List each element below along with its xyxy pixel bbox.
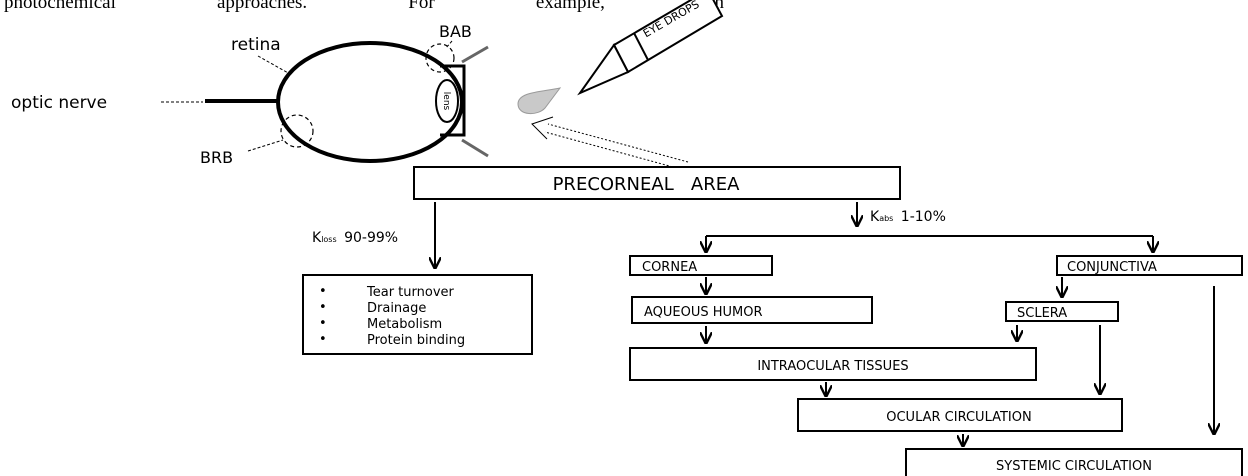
list-bullet: • xyxy=(319,284,327,299)
conjunctiva-label: CONJUNCTIVA xyxy=(1067,260,1157,275)
sclera-box xyxy=(1005,301,1119,322)
brb-circle xyxy=(280,114,314,148)
aqueous-humor-label: AQUEOUS HUMOR xyxy=(644,305,763,320)
precorneal-area-label: PRECORNEAL AREA xyxy=(553,174,741,195)
header-word: example, xyxy=(535,0,605,13)
ciliary-line-bottom xyxy=(461,138,489,158)
kloss-value: 90-99% xyxy=(344,230,398,246)
bab-circle xyxy=(425,43,455,73)
drop xyxy=(517,87,562,114)
list-item: Protein binding xyxy=(367,333,465,348)
loss-list: • Tear turnover • Drainage • Metabolism … xyxy=(319,284,465,348)
kabs-label: Kabs 1-10% xyxy=(870,209,946,225)
lens-label: lens xyxy=(441,92,451,111)
optic-nerve-label: optic nerve xyxy=(11,93,107,113)
brb-pointer xyxy=(247,139,284,152)
list-bullet: • xyxy=(319,300,327,315)
cornea-label: CORNEA xyxy=(642,260,697,275)
header-word: For xyxy=(408,0,435,13)
header-word: approaches. xyxy=(216,0,308,13)
bab-pointer xyxy=(445,40,453,49)
cropped-header-text: photochemical approaches. For example, a… xyxy=(4,0,724,14)
kabs-value: 1-10% xyxy=(901,209,946,225)
bab-label: BAB xyxy=(439,22,472,41)
hollow-arrow xyxy=(531,116,689,171)
conjunctiva-box xyxy=(1056,255,1243,276)
eye-illustration: lens retina BAB optic nerve BRB xyxy=(11,22,489,167)
intraocular-tissues-label: INTRAOCULAR TISSUES xyxy=(757,359,908,374)
brb-label: BRB xyxy=(200,148,233,167)
aqueous-humor-box xyxy=(631,296,873,324)
systemic-circulation-label: SYSTEMIC CIRCULATION xyxy=(996,459,1152,474)
cornea-box xyxy=(629,255,773,276)
precorneal-area-box xyxy=(413,166,901,200)
list-item: Metabolism xyxy=(367,317,442,332)
ciliary-line-top xyxy=(461,45,489,64)
dropper-tip xyxy=(577,43,630,96)
retina-pointer xyxy=(257,55,291,75)
loss-box xyxy=(302,274,533,355)
lens xyxy=(435,79,459,123)
list-item: Tear turnover xyxy=(366,285,455,300)
kabs-subscript: abs xyxy=(879,214,893,223)
eye-drops-bottle: EYE DROPS xyxy=(517,0,724,114)
ocular-circulation-box xyxy=(797,398,1123,432)
header-word: photochemical xyxy=(4,0,116,13)
kloss-label: Kloss 90-99% xyxy=(312,230,398,246)
list-bullet: • xyxy=(319,316,327,331)
dropper-cap-line xyxy=(633,32,649,61)
intraocular-tissues-box xyxy=(629,347,1037,381)
ocular-circulation-label: OCULAR CIRCULATION xyxy=(886,410,1031,425)
list-bullet: • xyxy=(319,332,327,347)
sclera-label: SCLERA xyxy=(1017,306,1067,321)
list-item: Drainage xyxy=(367,301,426,316)
retina-label: retina xyxy=(231,35,281,55)
kloss-subscript: loss xyxy=(321,235,336,244)
eyeball xyxy=(276,41,464,163)
systemic-circulation-box xyxy=(905,448,1243,476)
dropper-body xyxy=(612,0,724,74)
